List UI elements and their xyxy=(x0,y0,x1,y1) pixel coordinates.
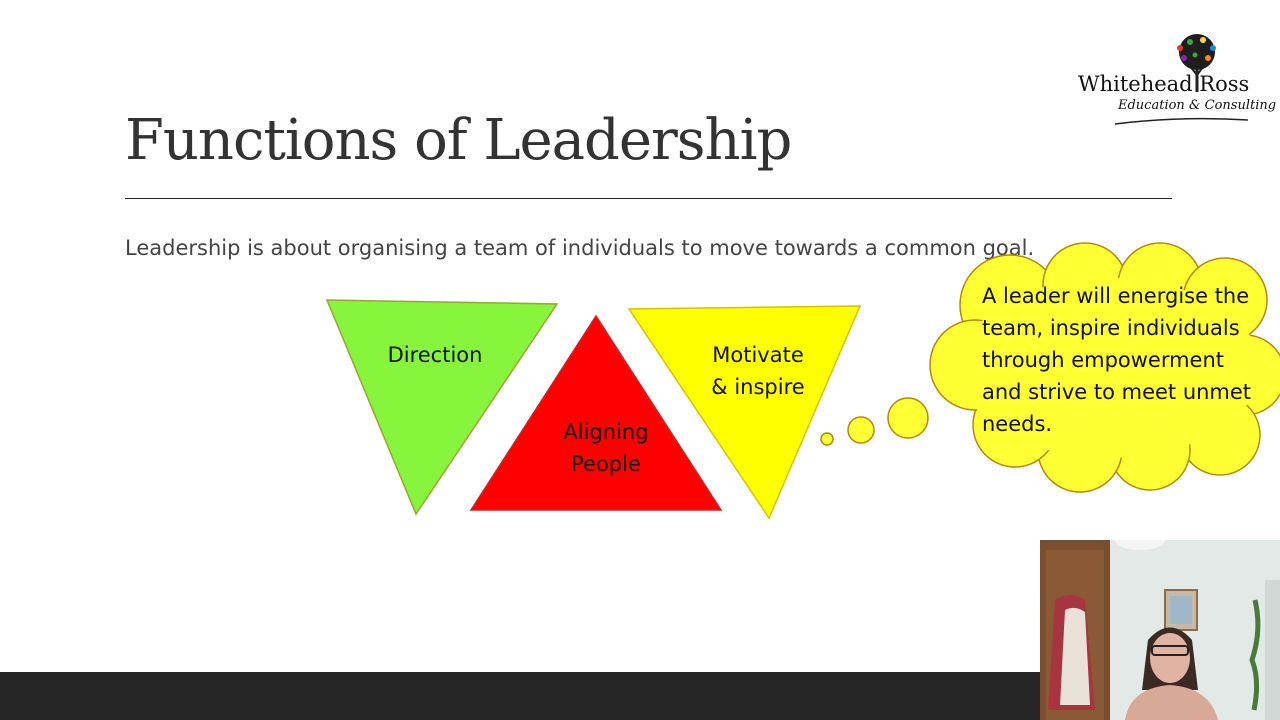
tree-logo-icon xyxy=(1114,34,1249,125)
slide-subtitle: Leadership is about organising a team of… xyxy=(125,236,1035,260)
logo-name: Whitehead Ross xyxy=(1078,72,1250,96)
thought-bubble-medium xyxy=(847,416,875,444)
logo-tagline: Education & Consulting xyxy=(1118,98,1277,113)
title-divider xyxy=(125,198,1172,199)
direction-triangle xyxy=(325,299,559,516)
thought-cloud xyxy=(929,242,1280,493)
presenter-video-frame xyxy=(1040,540,1280,720)
presenter-webcam xyxy=(1040,540,1280,720)
slide-title: Functions of Leadership xyxy=(125,108,792,173)
motivate-triangle xyxy=(627,305,862,520)
thought-bubble-small xyxy=(820,432,834,446)
direction-label: Direction xyxy=(387,343,483,367)
aligning-people-triangle xyxy=(469,314,723,511)
aligning-people-label: Aligning People xyxy=(563,420,649,476)
motivate-inspire-label: Motivate & inspire xyxy=(711,343,805,399)
thought-bubble-large xyxy=(887,397,929,439)
thought-cloud-text: A leader will energise the team, inspire… xyxy=(982,284,1252,436)
company-logo: Whitehead Ross Education & Consulting xyxy=(1070,30,1276,130)
